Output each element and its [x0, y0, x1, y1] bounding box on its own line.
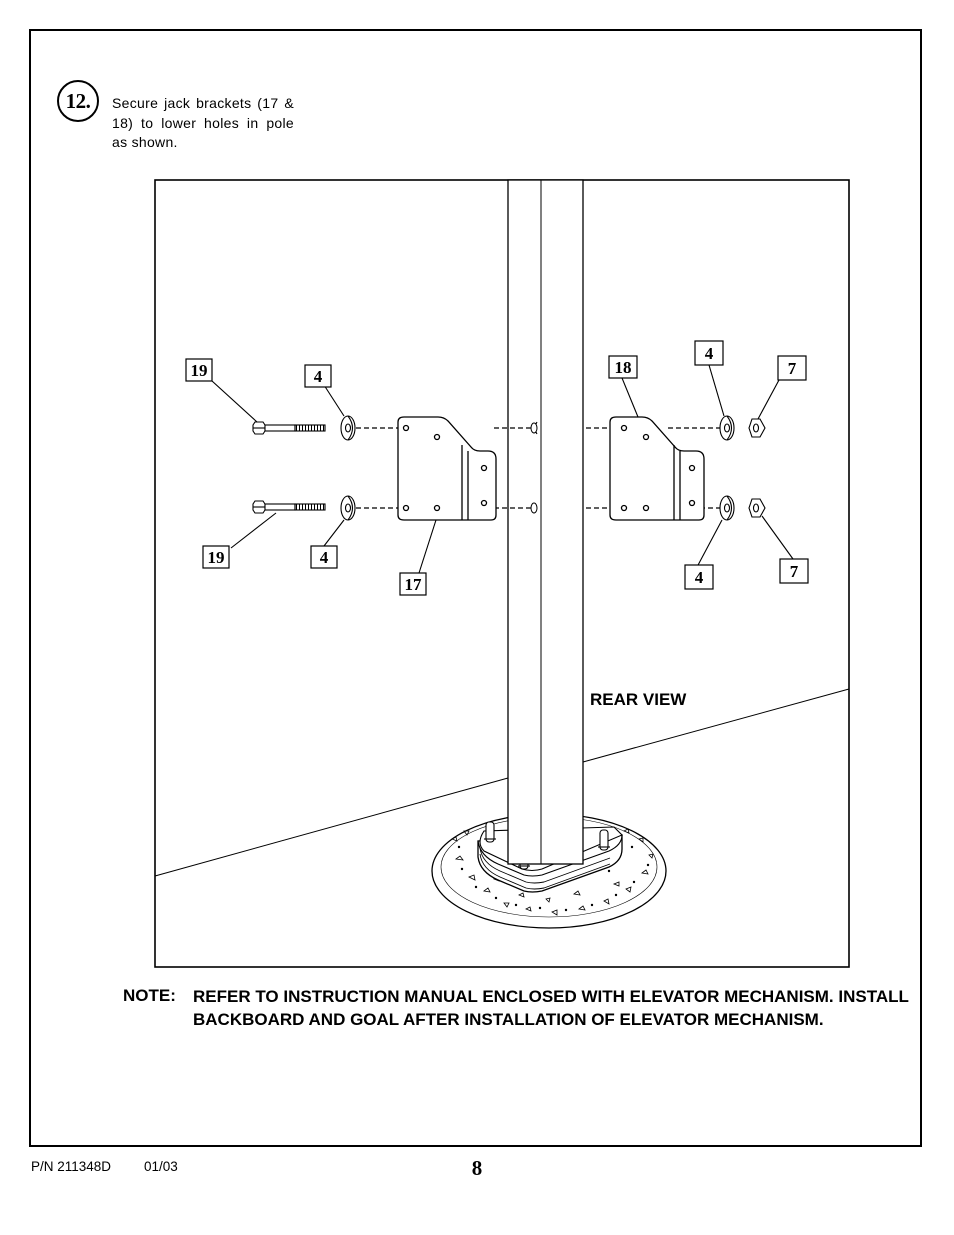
washers-right: [719, 415, 735, 521]
washers-left: [340, 415, 356, 521]
callout-bracket-right: 18: [608, 355, 638, 379]
step-instruction: Secure jack brackets (17 & 18) to lower …: [112, 95, 294, 150]
bolt-lower-left: [252, 500, 326, 514]
part-number: P/N 211348D: [31, 1159, 112, 1174]
callout-label: 18: [615, 358, 632, 377]
page-number: 8: [471, 1156, 483, 1180]
callout-nut-lower-right: 7: [779, 558, 809, 584]
assembly-illustration: 19 4 19 4 17 18 4 7 4 7 REAR VIEW: [154, 179, 850, 968]
callout-washer-upper-left: 4: [304, 364, 332, 388]
callout-washer-lower-left: 4: [310, 545, 338, 569]
nuts-right: [748, 418, 766, 518]
revision-date: 01/03: [144, 1159, 178, 1174]
callout-label: 4: [695, 568, 704, 587]
callout-label: 4: [320, 548, 329, 567]
callout-label: 19: [191, 361, 208, 380]
callout-washer-upper-right: 4: [694, 340, 724, 366]
callout-bolt-upper-left: 19: [185, 358, 213, 382]
callout-bolt-lower-left: 19: [202, 545, 230, 569]
callout-label: 7: [790, 562, 799, 581]
callout-washer-lower-right: 4: [684, 564, 714, 590]
callout-label: 7: [788, 359, 797, 378]
callout-nut-upper-right: 7: [777, 355, 807, 381]
note-text: REFER TO INSTRUCTION MANUAL ENCLOSED WIT…: [193, 987, 909, 1029]
callout-label: 19: [208, 548, 225, 567]
jack-bracket-17: [397, 416, 497, 521]
step-number-badge: 12.: [57, 80, 99, 122]
page-frame: [29, 29, 922, 1147]
callout-label: 4: [705, 344, 714, 363]
callout-bracket-left: 17: [399, 572, 427, 596]
callout-label: 4: [314, 367, 323, 386]
view-label: REAR VIEW: [590, 690, 687, 709]
note-label: NOTE:: [123, 986, 176, 1005]
pole: [507, 179, 584, 865]
callout-leaders: [211, 364, 794, 574]
jack-bracket-18: [609, 416, 705, 521]
step-number: 12.: [65, 88, 91, 113]
ground-line: [154, 688, 850, 877]
callout-label: 17: [405, 575, 423, 594]
illustration-frame: [154, 179, 850, 968]
bolt-upper-left: [252, 421, 326, 435]
